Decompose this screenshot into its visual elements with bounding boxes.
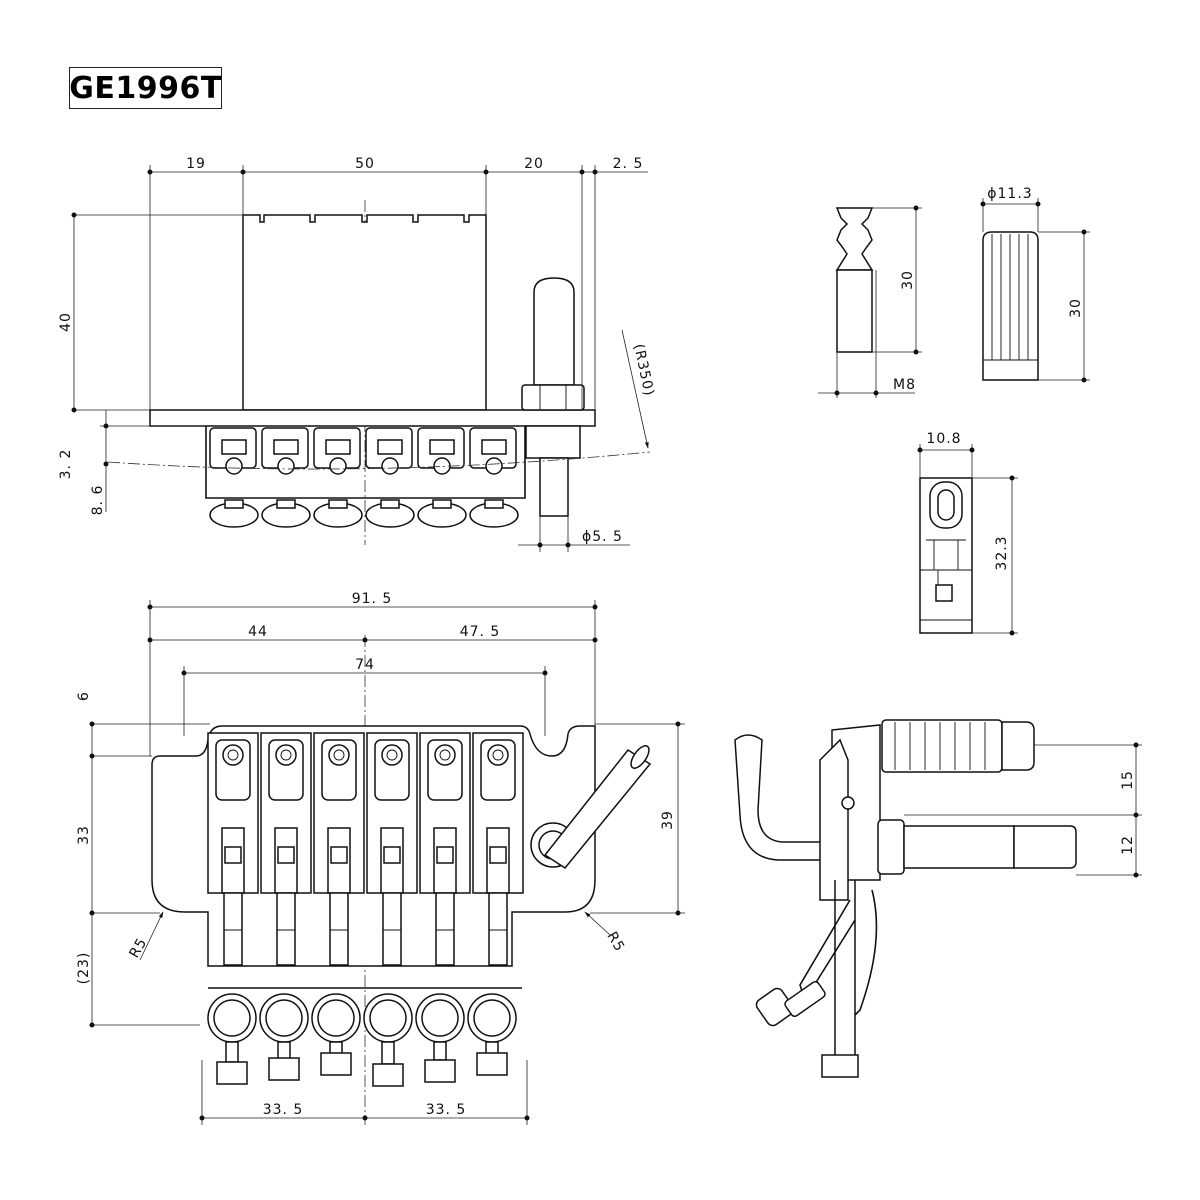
dim-6: 6 [76, 691, 92, 701]
model-title: GE1996T [69, 67, 222, 109]
top-dimensions [89, 600, 685, 1125]
saddle-housing [205, 426, 526, 499]
dim-40: 40 [58, 312, 74, 332]
dim-23: (23) [76, 952, 92, 985]
dim-44: 44 [248, 624, 268, 640]
dim-30-arm: 30 [900, 270, 916, 290]
dim-8-6: 8. 6 [90, 485, 106, 516]
dim-r5-right: R5 [603, 929, 627, 955]
dim-12: 12 [1120, 835, 1136, 855]
fine-tuners [207, 993, 517, 1087]
dim-20: 20 [524, 156, 544, 172]
top-saddles [207, 732, 524, 966]
dim-r350: (R350) [630, 343, 657, 399]
dim-10-8: 10.8 [926, 431, 961, 447]
dim-33: 33 [76, 825, 92, 845]
dim-33-5-right: 33. 5 [426, 1102, 467, 1118]
top-view [151, 635, 652, 1125]
front-view [107, 200, 651, 545]
dim-r5-left: R5 [126, 935, 150, 961]
dim-19: 19 [186, 156, 206, 172]
baseplate [149, 409, 596, 427]
nut-clamp-detail [917, 444, 1018, 636]
arm-tip-detail [818, 205, 922, 398]
dim-phi-5-5: ϕ5. 5 [582, 529, 623, 545]
dim-phi-11-3: ϕ11.3 [987, 186, 1032, 202]
front-saddles [209, 427, 519, 528]
dim-91-5: 91. 5 [352, 591, 393, 607]
dim-2-5: 2. 5 [613, 156, 644, 172]
dim-15: 15 [1120, 770, 1136, 790]
dim-47-5: 47. 5 [460, 624, 501, 640]
dimension-labels: 19 50 20 2. 5 40 3. 2 8. 6 (R350) ϕ5. 5 … [58, 156, 1136, 1118]
dim-m8: M8 [893, 377, 916, 393]
sustain-block [242, 214, 487, 411]
side-view [734, 719, 1142, 1078]
tremolo-arm-top [530, 745, 652, 869]
dim-33-5-left: 33. 5 [263, 1102, 304, 1118]
dim-30-knob: 30 [1068, 298, 1084, 318]
dim-3-2: 3. 2 [58, 449, 74, 480]
knob-detail [980, 198, 1090, 383]
dim-32-3: 32.3 [994, 535, 1010, 570]
radius-arc [107, 451, 651, 470]
arm-socket-front [521, 277, 585, 517]
dim-39: 39 [660, 810, 676, 830]
dim-74: 74 [355, 657, 375, 673]
front-dimensions [71, 165, 649, 552]
dim-50: 50 [355, 156, 375, 172]
